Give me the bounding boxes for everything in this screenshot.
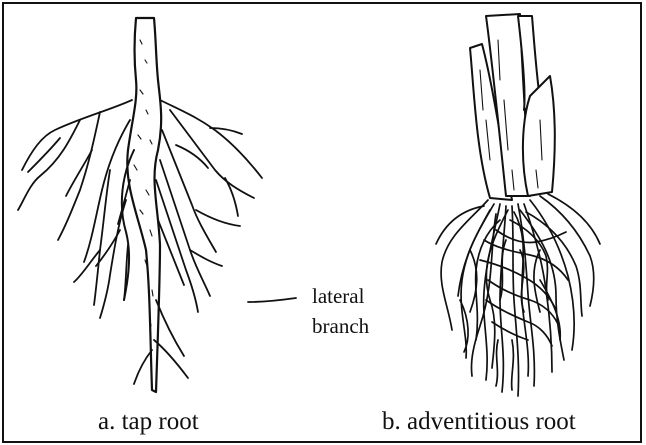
caption-tap-root: a. tap root [98, 408, 199, 436]
fibrous-root-mass [436, 194, 600, 396]
tap-root-illustration [18, 18, 296, 392]
lateral-branch-label: lateral branch [312, 281, 369, 341]
adventitious-root-illustration [436, 14, 600, 396]
caption-adventitious-root: b. adventitious root [382, 408, 576, 436]
tap-root-left-branches [18, 100, 132, 318]
lateral-branch-label-line2: branch [312, 311, 369, 341]
lateral-branch-pointer [248, 298, 296, 302]
tap-root-main-body [127, 18, 161, 392]
lateral-branch-label-line1: lateral [312, 281, 369, 311]
